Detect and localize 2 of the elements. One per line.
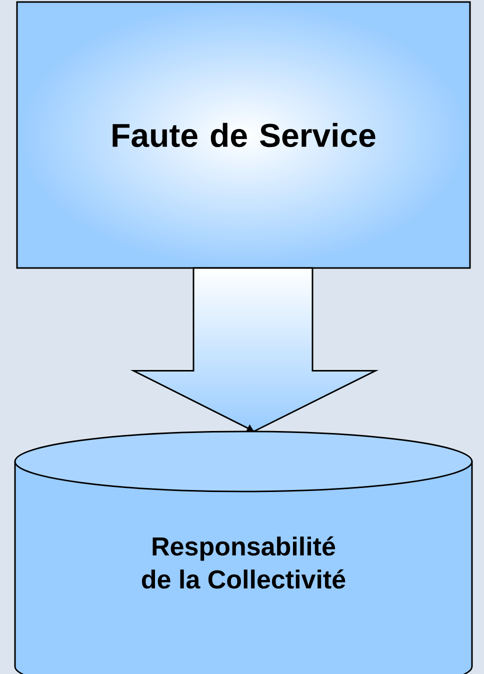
process-box: Faute de Service [16, 1, 471, 269]
cylinder: Responsabilité de la Collectivité [14, 430, 473, 674]
